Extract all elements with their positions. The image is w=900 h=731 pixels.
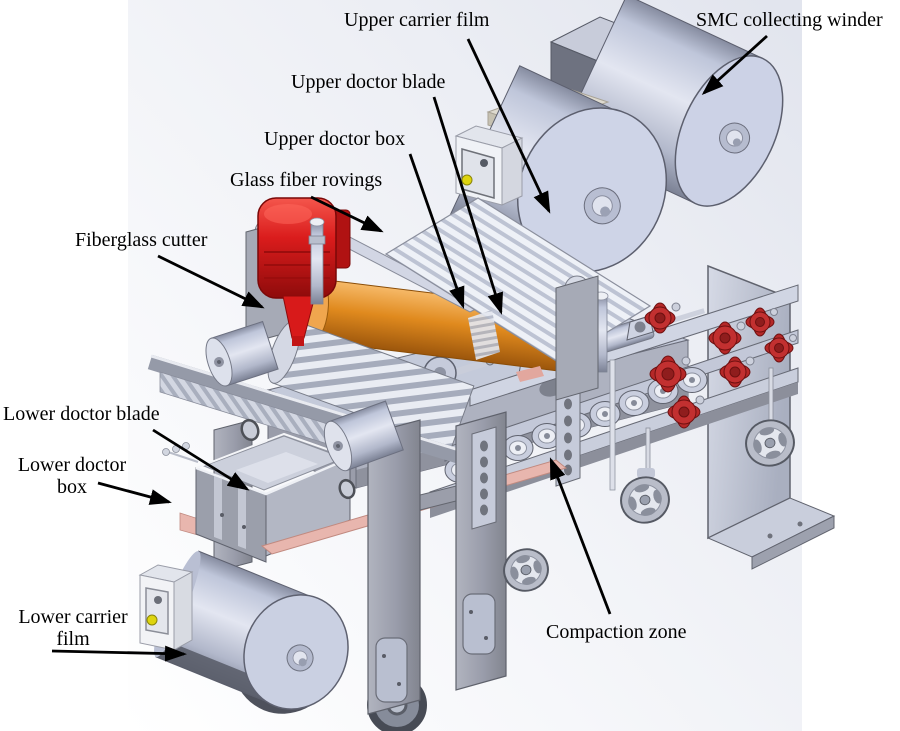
lower-carrier-film-roll — [154, 550, 349, 714]
control-box-lower — [138, 564, 194, 651]
label-lower-carrier-film-line1: Lower carrier — [18, 606, 128, 628]
label-lower-doctor-box: Lower doctor box — [8, 454, 136, 498]
label-lower-carrier-film: Lower carrier film — [8, 606, 138, 650]
fiberglass-cutter-assembly — [147, 197, 652, 464]
label-lower-doctor-blade: Lower doctor blade — [3, 403, 160, 425]
yellow-knob-upper — [461, 174, 473, 186]
upper-doctor-box-arrow — [408, 153, 465, 309]
upper-carrier-film-arrow — [466, 38, 551, 214]
lower-doctor-box-arrow — [97, 481, 172, 505]
film-guide-roller-left — [205, 320, 279, 387]
label-lower-carrier-film-line2: film — [56, 628, 90, 650]
label-smc-collecting-winder: SMC collecting winder — [696, 9, 883, 31]
yellow-knob-lower — [146, 614, 158, 626]
compaction-zone-arrow — [549, 457, 612, 615]
label-fiberglass-cutter: Fiberglass cutter — [75, 229, 208, 251]
annotation-arrows — [51, 34, 768, 662]
smc-collecting-winder-arrow — [701, 34, 768, 96]
label-compaction-zone: Compaction zone — [546, 621, 687, 643]
film-guide-roller-front — [323, 400, 404, 472]
label-glass-fiber-rovings: Glass fiber rovings — [230, 169, 383, 191]
compaction-red-rollers — [644, 302, 797, 429]
lower-doctor-blade-arrow — [152, 428, 250, 491]
lower-carrier-film-arrow — [51, 645, 187, 662]
label-upper-doctor-box: Upper doctor box — [264, 128, 406, 150]
fiberglass-cutter-arrow — [157, 254, 265, 309]
smc-collecting-winder — [449, 0, 784, 324]
glass-fiber-rovings-arrow — [310, 195, 384, 233]
label-lower-doctor-box-line1: Lower doctor — [17, 454, 127, 476]
label-upper-doctor-blade: Upper doctor blade — [291, 71, 446, 93]
upper-doctor-blade-arrow — [432, 96, 503, 315]
machine-legs — [367, 411, 507, 715]
label-upper-carrier-film: Upper carrier film — [344, 9, 490, 31]
control-cabinet — [454, 125, 524, 206]
handwheels — [503, 419, 795, 592]
label-lower-doctor-box-line2: box — [57, 476, 87, 498]
